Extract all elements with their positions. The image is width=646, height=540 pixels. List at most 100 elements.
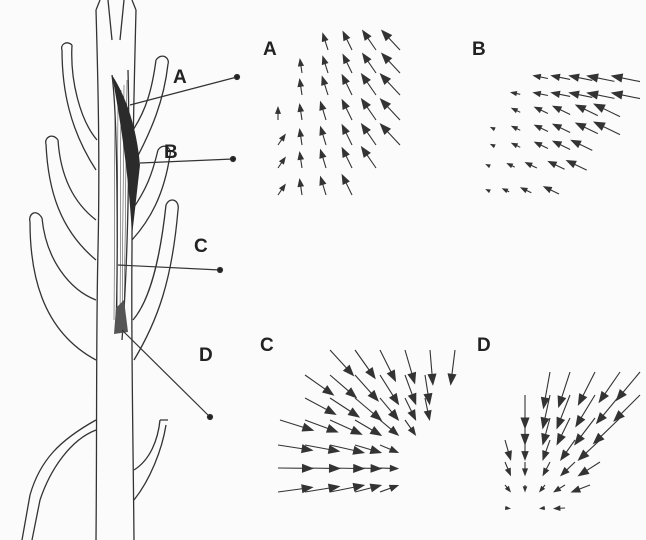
branch-left-lower	[29, 212, 97, 361]
vector-arrow	[542, 461, 551, 477]
vector-arrow	[568, 90, 593, 99]
vector-arrow	[550, 73, 571, 81]
muscle-fibers	[113, 79, 128, 333]
vector-arrow	[329, 419, 363, 435]
vector-arrow	[354, 444, 383, 454]
vector-arrow	[404, 374, 417, 406]
vector-arrow	[379, 123, 401, 146]
vector-arrow	[485, 164, 491, 169]
vector-arrow	[504, 484, 511, 493]
vector-arrow	[277, 484, 314, 494]
vector-arrow	[380, 52, 401, 74]
vector-arrow	[379, 374, 400, 406]
vector-arrow	[380, 29, 401, 51]
branch-right-lower	[132, 199, 179, 361]
vector-arrow	[560, 439, 576, 461]
vector-arrow	[379, 349, 397, 383]
vector-arrow	[297, 58, 305, 74]
vector-arrow	[319, 125, 327, 146]
vector-arrow	[329, 444, 366, 455]
vector-arrow	[539, 484, 546, 493]
muscle-region-a	[112, 75, 140, 235]
vector-arrow	[565, 159, 587, 171]
vector-arrow	[520, 418, 530, 446]
vector-arrow	[329, 374, 358, 399]
vector-arrow	[447, 349, 457, 386]
vector-arrow	[277, 156, 286, 169]
vector-arrow	[574, 417, 596, 446]
vector-arrow	[533, 141, 549, 149]
panel-label-d: D	[477, 335, 491, 356]
vector-arrow	[501, 188, 510, 194]
vector-arrow	[297, 103, 305, 121]
branch-right-middle	[131, 145, 171, 241]
vector-arrow	[540, 394, 551, 430]
vector-arrow	[577, 371, 596, 406]
leader-dot-d	[206, 413, 214, 421]
vector-arrow	[592, 103, 621, 118]
drawing-leaders	[117, 73, 241, 421]
vector-arrow	[533, 106, 549, 114]
vector-arrow	[354, 463, 383, 473]
muscle-region-d	[114, 300, 128, 334]
branch-left-middle	[45, 135, 97, 261]
vector-arrow	[361, 29, 377, 51]
vector-arrow	[379, 98, 401, 121]
vector-arrow	[354, 374, 380, 402]
vector-arrow	[510, 107, 521, 114]
panel-label-b: B	[472, 39, 486, 60]
vector-arrow	[489, 126, 496, 132]
vector-arrow	[304, 419, 339, 433]
vector-arrow	[598, 371, 621, 404]
vector-arrow	[541, 417, 551, 446]
vector-arrow	[379, 73, 401, 96]
vector-arrow	[379, 484, 400, 493]
vector-arrow	[595, 394, 621, 425]
vector-arrow	[304, 483, 341, 493]
vector-arrow	[404, 397, 417, 422]
vector-arrow	[570, 484, 591, 493]
vector-arrow	[592, 417, 621, 445]
vector-arrow	[360, 145, 377, 169]
vector-arrow	[532, 73, 549, 81]
vector-arrow	[360, 72, 377, 96]
vector-arrow	[361, 52, 377, 74]
vector-arrow	[341, 98, 353, 121]
vector-arrow	[342, 30, 353, 51]
vector-arrow	[524, 162, 538, 169]
vector-arrow	[539, 505, 546, 511]
vector-arrow	[354, 397, 383, 422]
vector-arrow	[610, 90, 641, 100]
vector-arrow	[274, 106, 282, 120]
vector-arrow	[354, 349, 376, 380]
vector-arrow	[522, 485, 528, 493]
vector-arrow	[297, 128, 305, 146]
vector-arrow	[556, 394, 571, 430]
vector-arrow	[504, 439, 512, 461]
vector-arrow	[329, 397, 361, 418]
vector-arrow	[542, 439, 551, 461]
vector-arrow	[551, 123, 571, 133]
vector-arrow	[504, 461, 511, 477]
vector-arrow	[279, 419, 315, 432]
vector-field-b	[485, 73, 641, 195]
vector-arrow	[613, 394, 641, 422]
vector-arrow	[586, 73, 615, 83]
vector-arrow	[551, 105, 571, 115]
vector-arrow	[506, 162, 515, 169]
vector-arrow	[354, 483, 383, 493]
vector-arrow	[304, 374, 335, 396]
vector-arrow	[521, 440, 529, 461]
vector-arrow	[521, 462, 529, 477]
vector-arrow	[551, 140, 571, 150]
vector-arrow	[360, 97, 377, 121]
vector-arrow	[504, 505, 511, 511]
vector-arrow	[519, 187, 532, 194]
vector-arrow	[341, 73, 353, 96]
vector-arrow	[547, 160, 565, 170]
vector-arrow	[610, 73, 641, 83]
vector-arrow	[297, 78, 305, 96]
branch-bottom-right	[133, 419, 168, 501]
vector-field-d	[504, 371, 641, 512]
